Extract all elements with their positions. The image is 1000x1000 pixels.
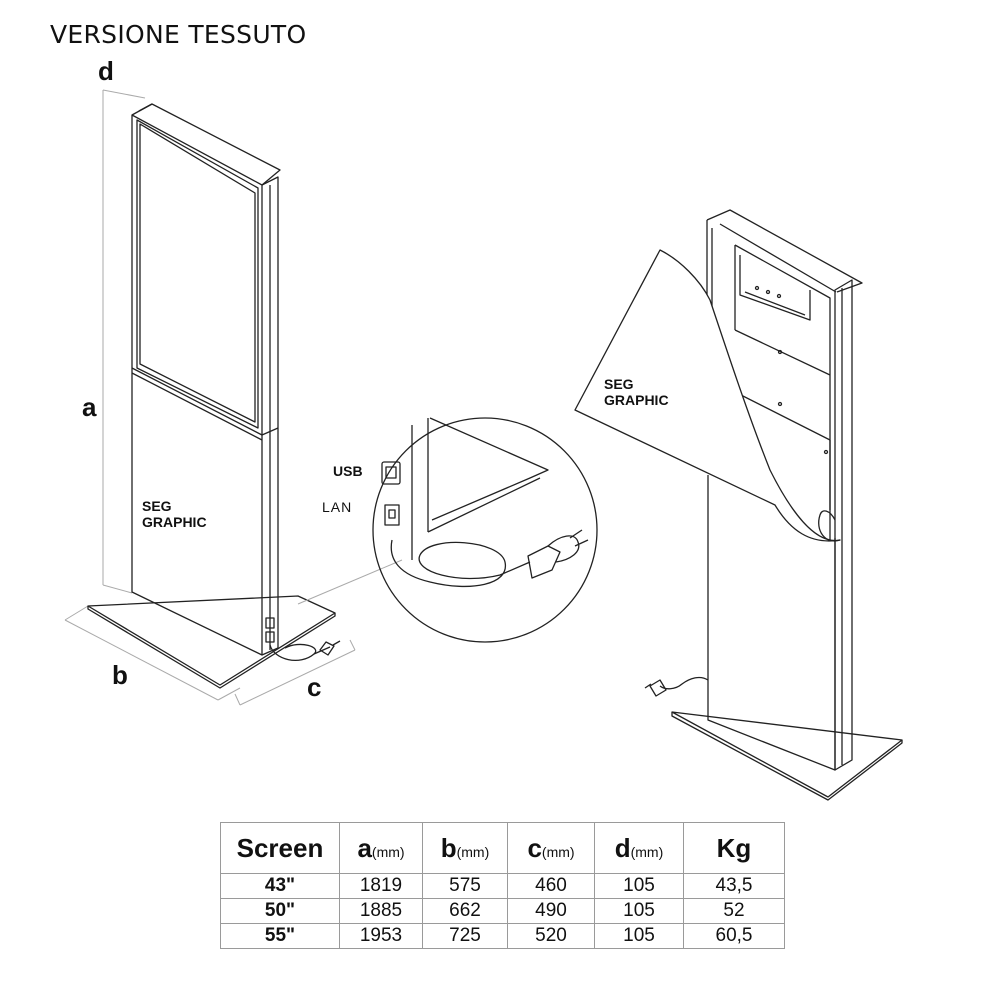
table-row: 55" 1953 725 520 105 60,5	[220, 923, 785, 949]
header-b: b(mm)	[422, 822, 508, 874]
header-a: a(mm)	[339, 822, 423, 874]
header-kg: Kg	[683, 822, 785, 874]
seg-graphic-front-label: SEG GRAPHIC	[142, 498, 207, 530]
page-title: VERSIONE TESSUTO	[50, 20, 307, 49]
dimension-label-a: a	[82, 392, 97, 422]
port-detail-magnifier	[297, 417, 598, 643]
dimension-label-d: d	[98, 56, 114, 86]
usb-label: USB	[333, 463, 363, 479]
table-row: 43" 1819 575 460 105 43,5	[220, 873, 785, 899]
table-row: 50" 1885 662 490 105 52	[220, 898, 785, 924]
dimension-lines	[64, 89, 356, 706]
seg-graphic-back-label: SEG GRAPHIC	[604, 376, 669, 408]
specs-table: Screen a(mm) b(mm) c(mm) d(mm) Kg 43" 18…	[220, 822, 785, 949]
dimension-label-b: b	[112, 660, 128, 690]
lan-label: LAN	[322, 499, 353, 515]
rear-totem	[574, 209, 903, 801]
dimension-label-c: c	[307, 672, 322, 702]
front-totem	[64, 89, 356, 706]
header-c: c(mm)	[507, 822, 595, 874]
table-header-row: Screen a(mm) b(mm) c(mm) d(mm) Kg	[220, 822, 785, 874]
header-d: d(mm)	[594, 822, 684, 874]
header-screen: Screen	[220, 822, 340, 874]
